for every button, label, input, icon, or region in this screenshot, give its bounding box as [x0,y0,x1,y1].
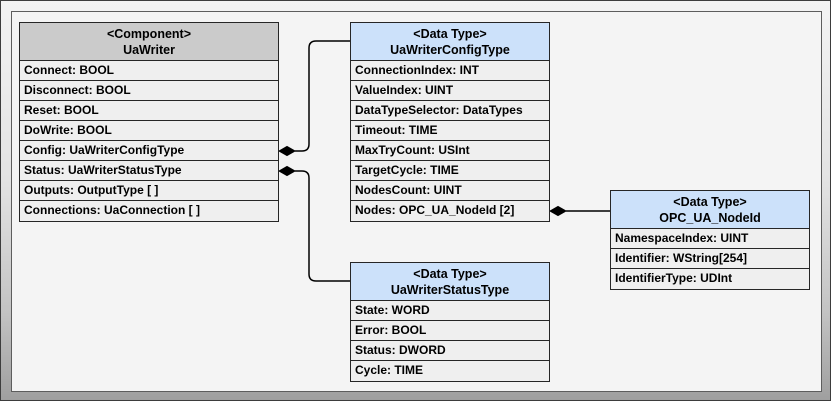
field-row-datatypeselector: DataTypeSelector: DataTypes [351,101,549,121]
box-header-configtype: <Data Type> UaWriterConfigType [351,23,549,61]
field-row-disconnect: Disconnect: BOOL [20,81,278,101]
field-row-targetcycle: TargetCycle: TIME [351,161,549,181]
field-row-state: State: WORD [351,301,549,321]
field-row-outputs: Outputs: OutputType [ ] [20,181,278,201]
field-row-reset: Reset: BOOL [20,101,278,121]
component-box-uawriter: <Component> UaWriter Connect: BOOL Disco… [19,22,279,222]
box-stereotype: <Data Type> [413,26,487,41]
box-name: OPC_UA_NodeId [659,210,761,225]
field-row-namespaceindex: NamespaceIndex: UINT [611,229,809,249]
field-row-error: Error: BOOL [351,321,549,341]
box-header-statustype: <Data Type> UaWriterStatusType [351,263,549,301]
field-row-nodes: Nodes: OPC_UA_NodeId [2] [351,201,549,221]
field-row-connections: Connections: UaConnection [ ] [20,201,278,221]
field-row-identifiertype: IdentifierType: UDInt [611,269,809,289]
datatype-box-uawriterstatustype: <Data Type> UaWriterStatusType State: WO… [350,262,550,382]
datatype-box-uawriterconfigtype: <Data Type> UaWriterConfigType Connectio… [350,22,550,222]
field-row-timeout: Timeout: TIME [351,121,549,141]
field-row-cycle: Cycle: TIME [351,361,549,381]
field-row-identifier: Identifier: WString[254] [611,249,809,269]
box-name: UaWriter [123,42,175,57]
box-stereotype: <Data Type> [673,194,747,209]
field-row-status: Status: UaWriterStatusType [20,161,278,181]
box-stereotype: <Data Type> [413,266,487,281]
field-row-dowrite: DoWrite: BOOL [20,121,278,141]
box-name: UaWriterConfigType [390,42,510,57]
box-name: UaWriterStatusType [390,282,510,297]
field-row-config: Config: UaWriterConfigType [20,141,278,161]
box-header-nodeid: <Data Type> OPC_UA_NodeId [611,191,809,229]
field-row-nodescount: NodesCount: UINT [351,181,549,201]
field-row-statusword: Status: DWORD [351,341,549,361]
field-row-maxtrycount: MaxTryCount: USInt [351,141,549,161]
field-row-connect: Connect: BOOL [20,61,278,81]
field-row-connectionindex: ConnectionIndex: INT [351,61,549,81]
box-header-uawriter: <Component> UaWriter [20,23,278,61]
box-stereotype: <Component> [106,26,192,41]
datatype-box-opcuanodeid: <Data Type> OPC_UA_NodeId NamespaceIndex… [610,190,810,290]
field-row-valueindex: ValueIndex: UINT [351,81,549,101]
